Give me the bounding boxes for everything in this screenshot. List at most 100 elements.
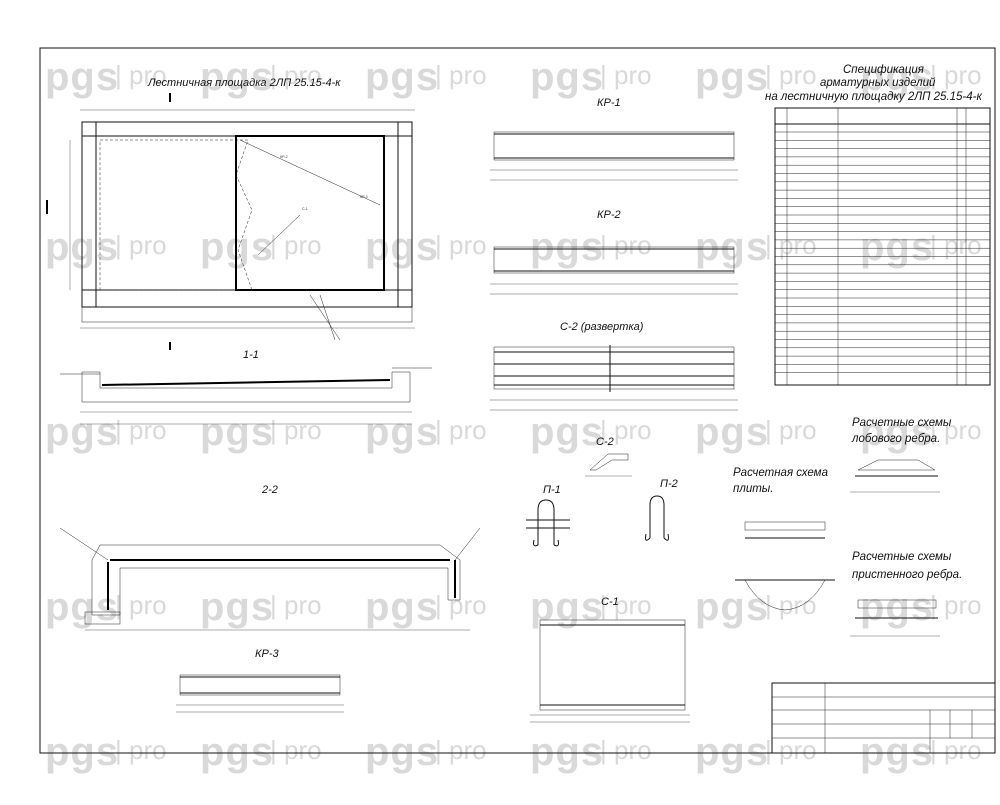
- watermark-brand: pgs: [45, 585, 119, 629]
- watermark-suffix: | pro: [600, 60, 652, 90]
- watermark-brand: pgs: [365, 225, 439, 269]
- p2-detail: П-2: [645, 478, 678, 541]
- watermark-suffix: | pro: [765, 590, 817, 620]
- watermark-suffix: | pro: [435, 415, 487, 445]
- watermark-suffix: | pro: [115, 415, 167, 445]
- watermark-suffix: | pro: [765, 415, 817, 445]
- watermark-brand: pgs: [530, 585, 604, 629]
- watermark-suffix: | pro: [115, 230, 167, 260]
- watermark-suffix: | pro: [600, 230, 652, 260]
- watermark-suffix: | pro: [435, 590, 487, 620]
- watermark-suffix: | pro: [765, 60, 817, 90]
- kr3-title: КР-3: [255, 648, 279, 660]
- section-2-2: 2-2: [59, 484, 481, 631]
- svg-text:КР-3: КР-3: [360, 195, 368, 199]
- watermark-suffix: | pro: [930, 230, 982, 260]
- watermark-suffix: | pro: [270, 415, 322, 445]
- watermark-suffix: | pro: [435, 60, 487, 90]
- spec-title-3: на лестничную площадку 2ЛП 25.15-4-к: [765, 91, 982, 103]
- watermark-suffix: | pro: [600, 415, 652, 445]
- watermark-brand: pgs: [365, 730, 439, 774]
- watermark-brand: pgs: [45, 730, 119, 774]
- kr2-view: КР-2: [490, 209, 738, 295]
- spec-title-1: Спецификация: [843, 64, 924, 76]
- watermark-brand: pgs: [860, 730, 934, 774]
- spec-table: Спецификация арматурных изделий на лестн…: [765, 64, 991, 386]
- c1-title: С-1: [601, 596, 619, 608]
- watermark-brand: pgs: [530, 55, 604, 99]
- watermark-suffix: | pro: [435, 230, 487, 260]
- kr3-view: КР-3: [176, 648, 344, 713]
- p1-title: П-1: [543, 484, 561, 496]
- watermark-brand: pgs: [365, 585, 439, 629]
- watermark-suffix: | pro: [765, 230, 817, 260]
- watermark-brand: pgs: [860, 225, 934, 269]
- section-1-1-title: 1-1: [243, 349, 259, 361]
- watermark-brand: pgs: [365, 55, 439, 99]
- kr2-title: КР-2: [597, 209, 621, 221]
- main-title: Лестничная площадка 2ЛП 25.15-4-к: [147, 77, 341, 89]
- p2-title: П-2: [660, 478, 678, 490]
- spec-title-2: арматурных изделий: [820, 77, 936, 89]
- watermark-suffix: | pro: [435, 735, 487, 765]
- svg-text:КР-2: КР-2: [280, 155, 288, 159]
- calc-front-title-2: лобового ребра.: [851, 433, 940, 445]
- watermark-brand: pgs: [200, 730, 274, 774]
- watermark-suffix: | pro: [930, 590, 982, 620]
- watermark-brand: pgs: [45, 410, 119, 454]
- watermark-brand: pgs: [695, 55, 769, 99]
- watermark-suffix: | pro: [270, 590, 322, 620]
- calc-plate-title-1: Расчетная схема: [733, 467, 828, 479]
- watermark-suffix: | pro: [930, 415, 982, 445]
- svg-text:С-1: С-1: [302, 207, 308, 211]
- kr1-title: КР-1: [597, 97, 621, 109]
- calc-plate: Расчетная схема плиты.: [733, 467, 835, 611]
- watermark-suffix: | pro: [270, 735, 322, 765]
- sheet-frame: [39, 47, 996, 754]
- watermark-brand: pgs: [45, 55, 119, 99]
- watermark-suffix: | pro: [115, 590, 167, 620]
- watermark-brand: pgs: [365, 410, 439, 454]
- calc-front-title-1: Расчетные схемы: [852, 417, 952, 429]
- title-block: [771, 682, 996, 754]
- calc-wall-title-2: пристенного ребра.: [852, 569, 962, 581]
- watermark-suffix: | pro: [115, 735, 167, 765]
- section-2-2-title: 2-2: [261, 484, 278, 496]
- calc-wall-rib: Расчетные схемы пристенного ребра.: [850, 551, 962, 637]
- watermark-brand: pgs: [860, 585, 934, 629]
- c2-title: С-2: [596, 436, 614, 448]
- kr1-view: КР-1: [490, 97, 738, 181]
- watermark-brand: pgs: [860, 410, 934, 454]
- watermark-brand: pgs: [860, 55, 934, 99]
- calc-plate-title-2: плиты.: [733, 483, 773, 495]
- watermark-suffix: | pro: [930, 735, 982, 765]
- watermark-brand: pgs: [200, 410, 274, 454]
- watermark-suffix: | pro: [930, 60, 982, 90]
- section-1-1: 1-1: [60, 349, 432, 425]
- watermark-suffix: | pro: [600, 735, 652, 765]
- watermark-suffix: | pro: [270, 60, 322, 90]
- watermark-brand: pgs: [695, 730, 769, 774]
- c1-mesh: С-1: [530, 596, 690, 723]
- spec-rows: [775, 131, 990, 373]
- calc-wall-title-1: Расчетные схемы: [852, 551, 952, 563]
- landing-plan: Лестничная площадка 2ЛП 25.15-4-к КР-2 К…: [46, 77, 415, 350]
- c2-detail: С-2: [585, 436, 632, 477]
- watermark-brand: pgs: [200, 225, 274, 269]
- watermark-brand: pgs: [530, 730, 604, 774]
- watermark-suffix: | pro: [600, 590, 652, 620]
- watermark-brand: pgs: [695, 585, 769, 629]
- c2-development: С-2 (развертка): [490, 321, 738, 411]
- watermark-suffix: | pro: [270, 230, 322, 260]
- watermark-suffix: | pro: [115, 60, 167, 90]
- watermark-brand: pgs: [530, 410, 604, 454]
- p1-detail: П-1: [526, 484, 570, 547]
- watermark-brand: pgs: [200, 55, 274, 99]
- watermark-suffix: | pro: [765, 735, 817, 765]
- c2-development-title: С-2 (развертка): [560, 321, 644, 333]
- watermark-brand: pgs: [200, 585, 274, 629]
- calc-front-rib: Расчетные схемы лобового ребра.: [850, 417, 952, 493]
